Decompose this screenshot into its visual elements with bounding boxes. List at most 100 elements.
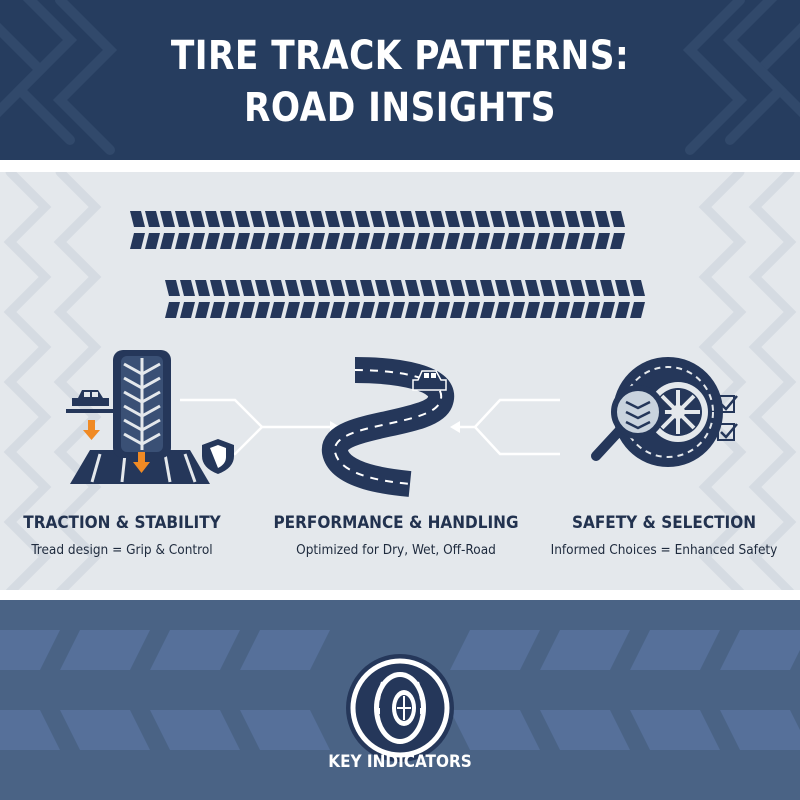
tread-block (360, 302, 375, 318)
panel-tread-pattern (3, 172, 797, 590)
tread-block (510, 280, 525, 296)
tread-block (265, 233, 280, 249)
tread-block (180, 280, 195, 296)
tread-block (585, 302, 600, 318)
tread-block (360, 280, 375, 296)
tread-block (225, 280, 240, 296)
tread-block (525, 280, 540, 296)
tread-block (370, 233, 385, 249)
tread-block (610, 233, 625, 249)
tread-block (265, 211, 280, 227)
tread-block (400, 233, 415, 249)
tread-block (550, 211, 565, 227)
tread-block (630, 302, 645, 318)
tread-block (430, 233, 445, 249)
right-connector (473, 398, 560, 456)
tread-block (165, 302, 180, 318)
tread-block (285, 302, 300, 318)
checkbox-icons (717, 395, 738, 441)
winding-road-icon (322, 357, 454, 497)
tread-block (325, 211, 340, 227)
tread-block (445, 233, 460, 249)
tread-block (255, 280, 270, 296)
tread-block (295, 233, 310, 249)
tread-block (550, 233, 565, 249)
tread-block (235, 233, 250, 249)
right-arrowhead (450, 421, 460, 433)
footer-tread-pattern (0, 630, 800, 750)
tread-block (385, 211, 400, 227)
tread-block (270, 302, 285, 318)
tread-block (280, 211, 295, 227)
tread-block (430, 211, 445, 227)
column-subtitle: Tread design = Grip & Control (31, 542, 213, 558)
tread-block (535, 211, 550, 227)
tread-block (435, 302, 450, 318)
tread-block (570, 302, 585, 318)
tread-block (145, 211, 160, 227)
tread-block (330, 302, 345, 318)
tread-block (555, 280, 570, 296)
tread-block (345, 280, 360, 296)
tread-block (390, 280, 405, 296)
tread-block (490, 211, 505, 227)
tread-block (475, 211, 490, 227)
column-traction: TRACTION & STABILITY Tread design = Grip… (0, 512, 252, 560)
tread-block (445, 211, 460, 227)
tread-block (160, 211, 175, 227)
title-line-2: ROAD INSIGHTS (244, 85, 556, 131)
tread-block (585, 280, 600, 296)
tread-block (270, 280, 285, 296)
tread-block (510, 302, 525, 318)
tread-block (175, 211, 190, 227)
tire-traction-icon (66, 350, 234, 484)
page-title: TIRE TRACK PATTERNS: ROAD INSIGHTS (56, 30, 744, 134)
insights-panel: TRACTION & STABILITY Tread design = Grip… (0, 172, 800, 590)
tread-block (130, 233, 145, 249)
tread-block (630, 280, 645, 296)
tread-block (160, 233, 175, 249)
magnifier-tire-icon (591, 357, 738, 467)
tread-block (145, 233, 160, 249)
tread-block (385, 233, 400, 249)
tread-block (460, 233, 475, 249)
tread-block (565, 233, 580, 249)
tread-block (285, 280, 300, 296)
tread-block (340, 211, 355, 227)
tread-block (330, 280, 345, 296)
tread-block (240, 280, 255, 296)
tread-block (295, 211, 310, 227)
tread-block (420, 280, 435, 296)
tread-block (220, 233, 235, 249)
footer-band (0, 600, 800, 800)
tread-block (610, 211, 625, 227)
tread-block (195, 280, 210, 296)
tread-block (190, 211, 205, 227)
tread-block (355, 211, 370, 227)
tread-block (465, 302, 480, 318)
tread-block (345, 302, 360, 318)
column-subtitle: Informed Choices = Enhanced Safety (550, 542, 778, 558)
tread-block (315, 302, 330, 318)
tread-block (405, 302, 420, 318)
tread-block (595, 211, 610, 227)
tread-block (505, 233, 520, 249)
tread-block (435, 280, 450, 296)
tread-block (250, 211, 265, 227)
tire-badge-icon (346, 654, 454, 762)
tread-strip-top (130, 211, 625, 249)
tread-block (505, 211, 520, 227)
tread-block (480, 302, 495, 318)
tread-block (555, 302, 570, 318)
tread-block (615, 302, 630, 318)
tread-block (465, 280, 480, 296)
header-banner: TIRE TRACK PATTERNS: ROAD INSIGHTS (0, 0, 800, 160)
tread-block (520, 211, 535, 227)
tread-block (130, 211, 145, 227)
tread-block (310, 233, 325, 249)
tread-block (450, 280, 465, 296)
tread-block (615, 280, 630, 296)
tread-block (415, 233, 430, 249)
tread-block (250, 233, 265, 249)
tread-block (535, 233, 550, 249)
